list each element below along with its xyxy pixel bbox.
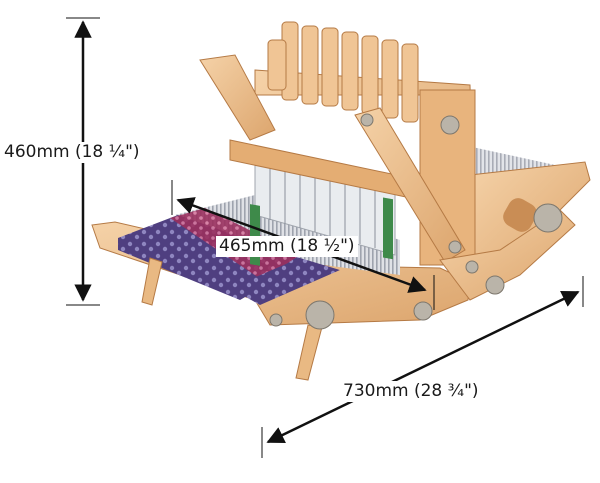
width-label: 465mm (18 ½") bbox=[216, 236, 358, 257]
depth-arrow bbox=[261, 276, 584, 458]
side-arm-left bbox=[199, 54, 466, 263]
height-label: 460mm (18 ¼") bbox=[2, 142, 142, 163]
shaft-levers bbox=[267, 21, 419, 123]
depth-label: 730mm (28 ¾") bbox=[340, 381, 482, 402]
